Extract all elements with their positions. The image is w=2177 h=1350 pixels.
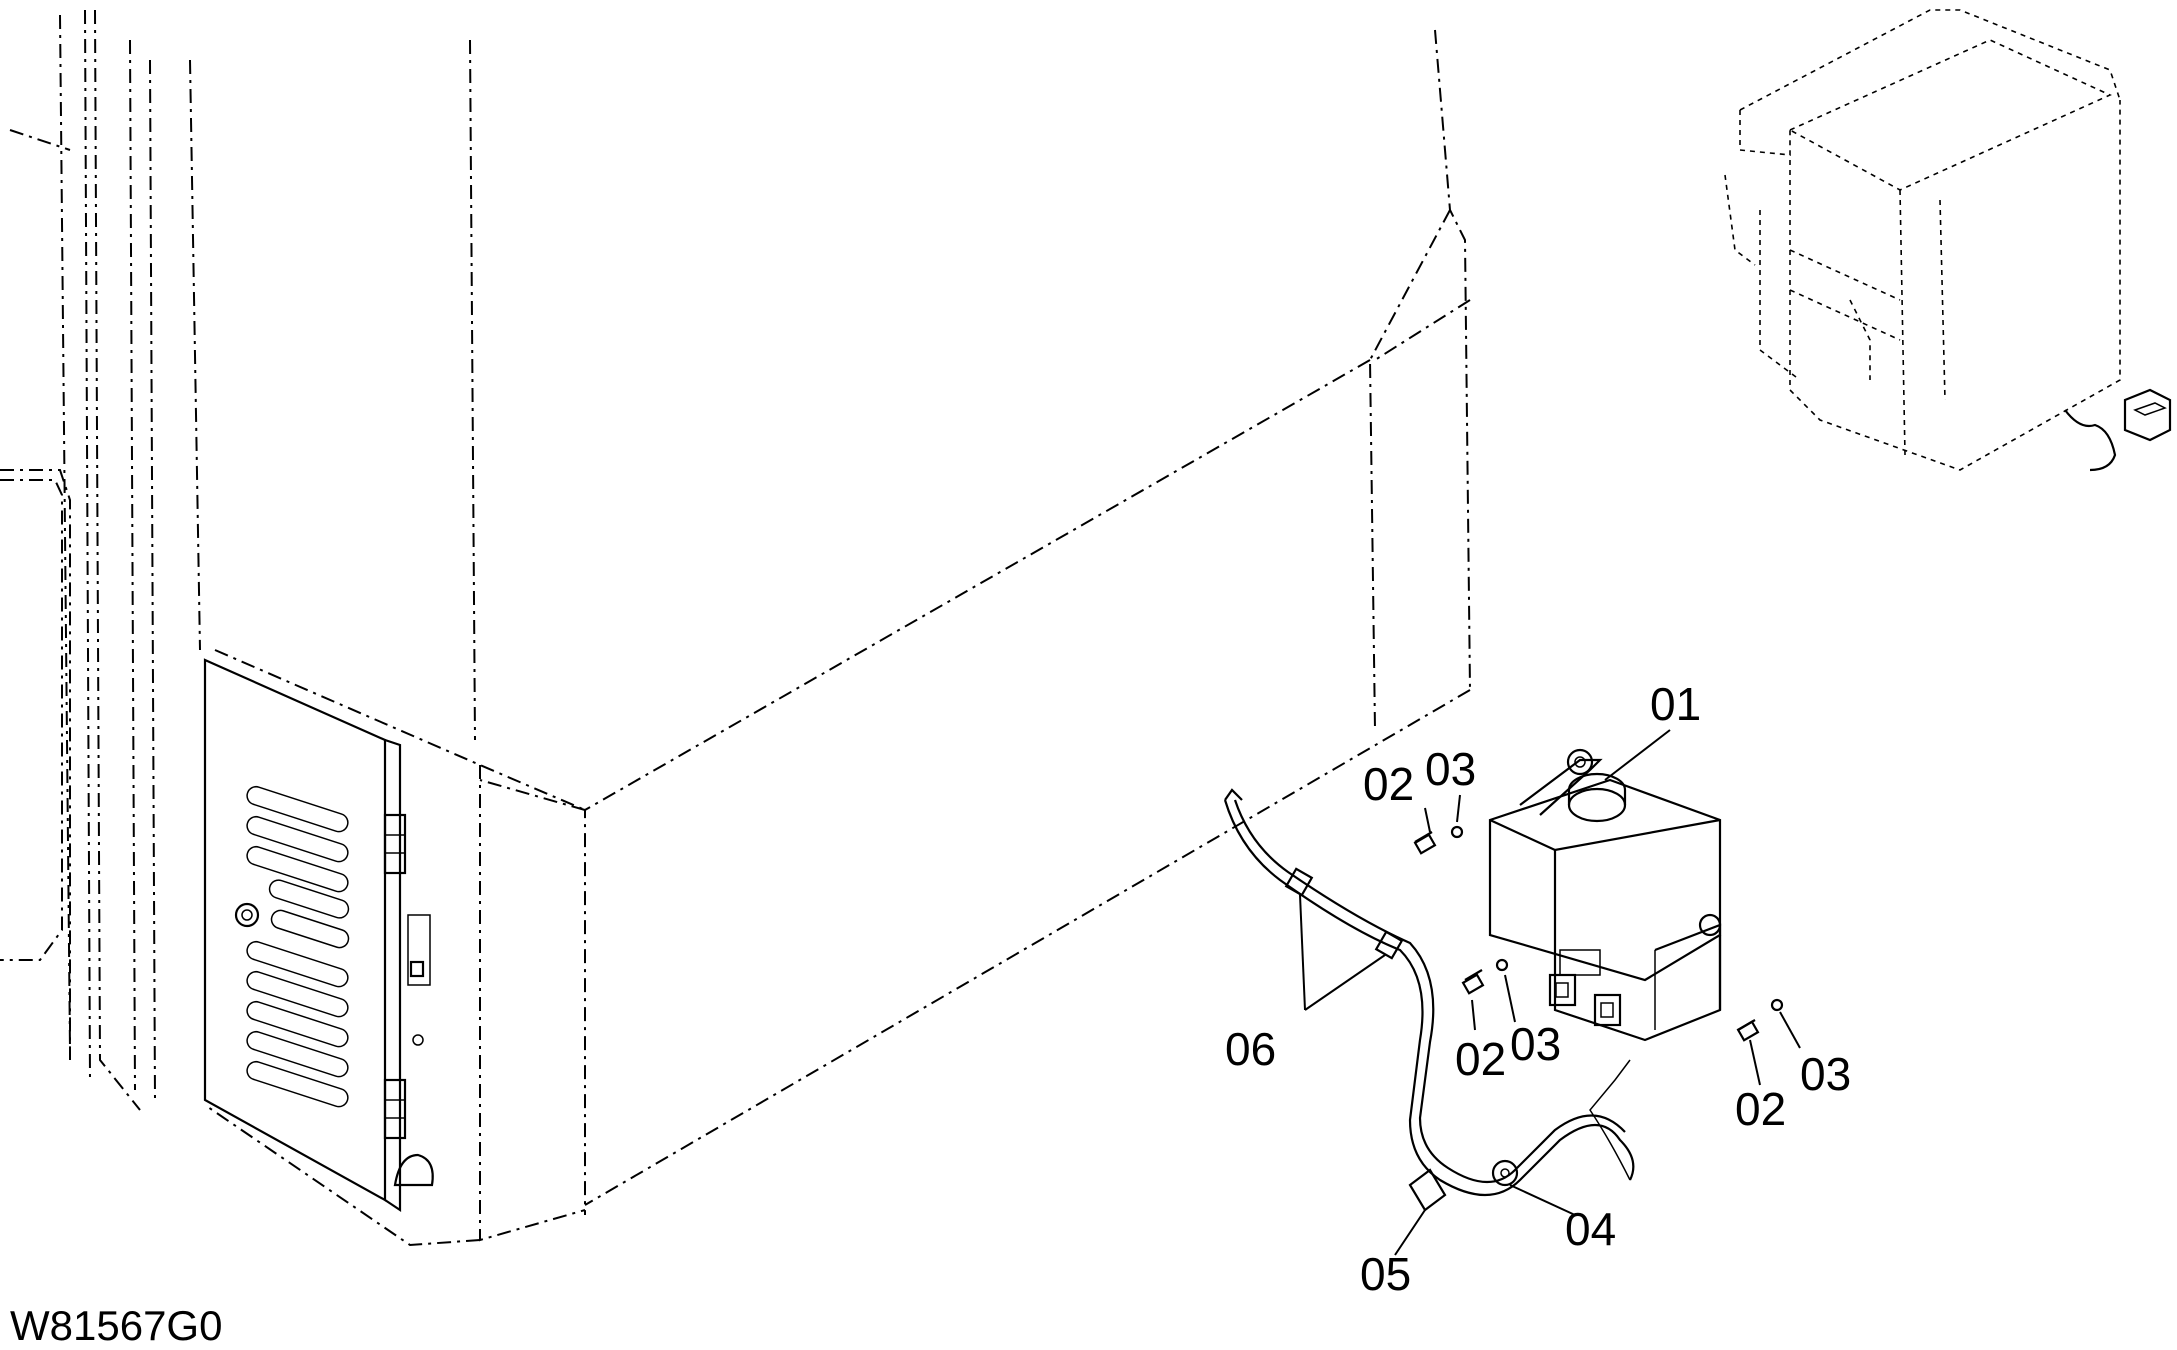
- washer-tank: [1488, 748, 1722, 1042]
- locator-inset: [1724, 9, 2172, 472]
- washer-hoses: [1223, 788, 1635, 1212]
- callout-06: 06: [1225, 1023, 1276, 1075]
- callout-03-middle: 03: [1510, 1018, 1561, 1070]
- callout-02-right: 02: [1735, 1083, 1786, 1135]
- callout-05: 05: [1360, 1248, 1411, 1300]
- washer-pumps: [1548, 949, 1622, 1027]
- panel-hinges: [383, 813, 434, 1187]
- callout-02-top: 02: [1363, 758, 1414, 810]
- callout-03-right: 03: [1800, 1048, 1851, 1100]
- drawing-code: W81567G0: [10, 1302, 222, 1349]
- cab-outline: [0, 9, 1471, 1247]
- panel-louvers: [234, 785, 350, 1108]
- callout-04: 04: [1565, 1203, 1616, 1255]
- bolts-and-washers: [1413, 825, 1784, 1042]
- leader-lines: [1299, 729, 1801, 1256]
- callout-03-top: 03: [1425, 743, 1476, 795]
- callout-02-middle: 02: [1455, 1033, 1506, 1085]
- callout-01: 01: [1650, 678, 1701, 730]
